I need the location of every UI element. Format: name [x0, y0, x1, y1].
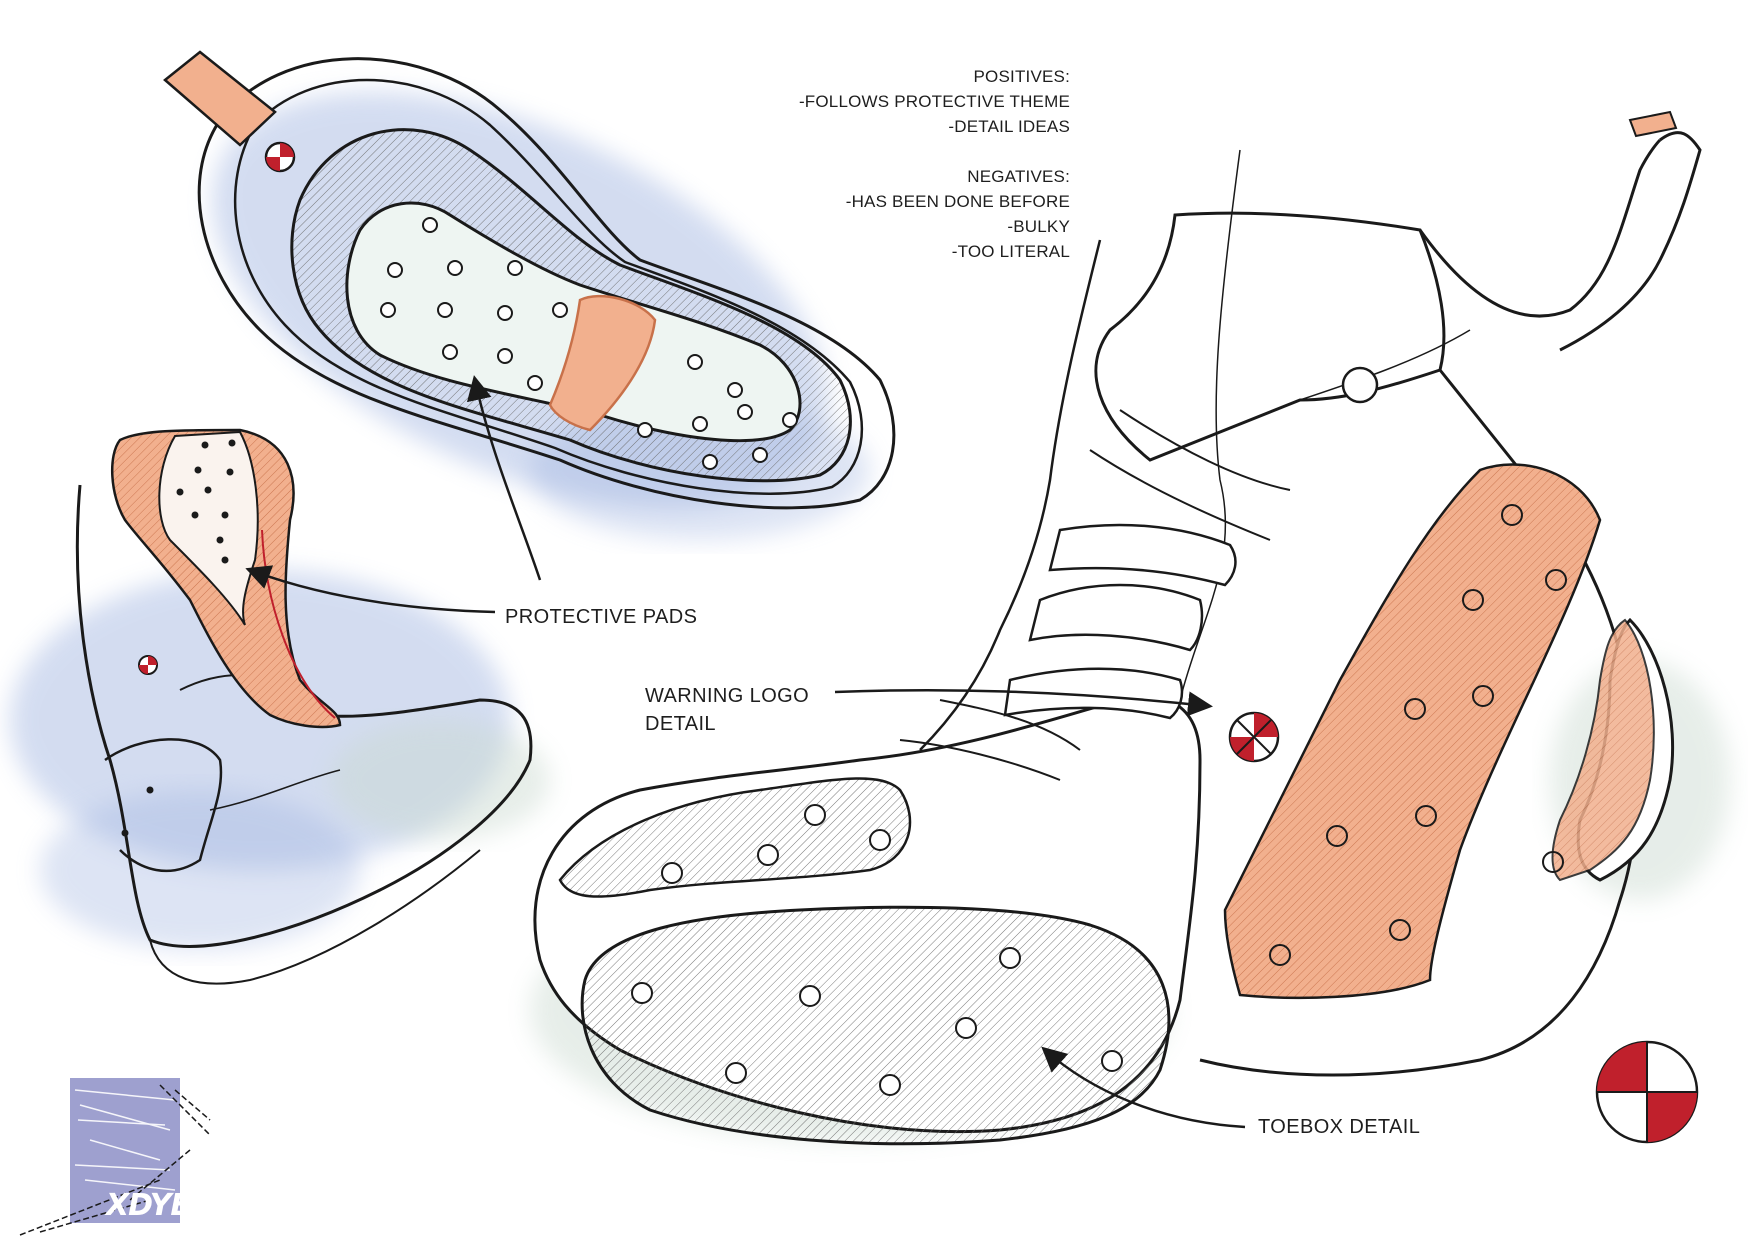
positive-item: -FOLLOWS PROTECTIVE THEME [798, 92, 1070, 111]
xdye-logo-text: XDYE [106, 1188, 191, 1223]
callout-text: PROTECTIVE PADS [505, 606, 698, 628]
callout-text: DETAIL [645, 713, 716, 735]
warning-logo-icon [1228, 711, 1280, 763]
critique-notes: POSITIVES: -FOLLOWS PROTECTIVE THEME -DE… [760, 64, 1070, 264]
toebox-detail-label: TOEBOX DETAIL [1258, 1113, 1420, 1141]
warning-logo-label: WARNING LOGO DETAIL [645, 682, 809, 738]
main-shoe-sketch [530, 110, 1730, 1146]
warning-logo-icon [264, 141, 296, 173]
positive-item: -DETAIL IDEAS [948, 117, 1070, 136]
sole-view-sketch [163, 50, 896, 581]
callout-text: WARNING LOGO [645, 685, 810, 707]
callout-text: TOEBOX DETAIL [1258, 1116, 1421, 1138]
warning-logo-icon [1595, 1040, 1699, 1144]
negative-item: -BULKY [1007, 217, 1070, 236]
negative-item: -TOO LITERAL [951, 242, 1070, 261]
protective-pads-label: PROTECTIVE PADS [505, 603, 697, 631]
negative-item: -HAS BEEN DONE BEFORE [845, 192, 1070, 211]
warning-logo-icon [138, 655, 158, 675]
negatives-title: NEGATIVES: [967, 167, 1070, 186]
xdye-logo-icon [19, 1078, 211, 1236]
positives-title: POSITIVES: [973, 67, 1070, 86]
side-view-sketch [10, 428, 550, 985]
